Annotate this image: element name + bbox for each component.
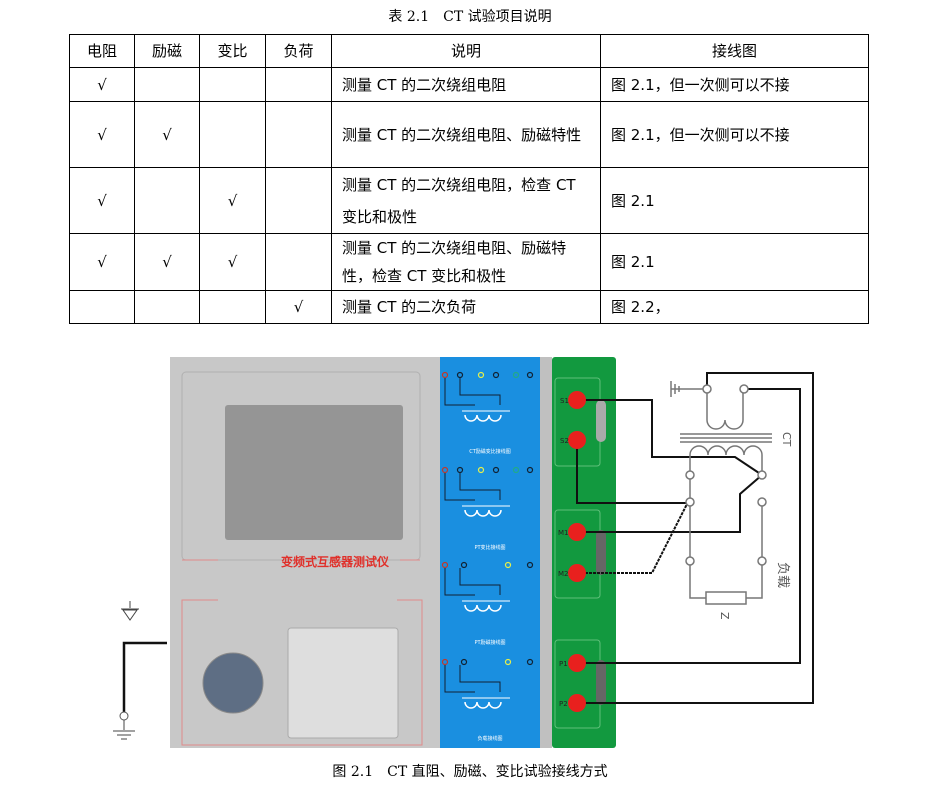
terminal-s1: S1 xyxy=(560,391,586,409)
table-row: √ √ 测量 CT 的二次绕组电阻、励磁特性 图 2.1，但一次侧可以不接 xyxy=(69,101,869,168)
panel-caption: CT励磁变比接线图 xyxy=(469,448,511,455)
svg-text:P2: P2 xyxy=(559,700,568,708)
mini-terminal xyxy=(492,466,500,474)
mini-coil xyxy=(464,701,502,709)
table-row: √ √ √ 测量 CT 的二次绕组电阻、励磁特性，检查 CT 变比和极性 图 2… xyxy=(69,233,869,291)
current-transformer xyxy=(670,381,772,605)
figure-caption: 图 2.1 CT 直阻、励磁、变比试验接线方式 xyxy=(332,764,608,780)
wiring-cell: 图 2.1 xyxy=(600,233,869,291)
printer-area xyxy=(287,627,399,739)
header-ratio: 变比 xyxy=(199,34,266,68)
mini-terminal xyxy=(477,371,485,379)
ground-icon xyxy=(121,601,139,621)
mini-terminal xyxy=(460,561,468,569)
upper-panel-outline xyxy=(181,371,421,561)
svg-text:M1: M1 xyxy=(558,529,569,537)
wiring-cell: 图 2.1，但一次侧可以不接 xyxy=(600,67,869,102)
mini-terminal xyxy=(441,561,449,569)
mini-terminal xyxy=(441,658,449,666)
wiring-cell: 图 2.1 xyxy=(600,167,869,234)
svg-text:M2: M2 xyxy=(558,570,569,578)
description-cell: 测量 CT 的二次绕组电阻 xyxy=(331,67,601,102)
mini-coil xyxy=(464,604,502,612)
terminal-p1: P1 xyxy=(559,654,586,672)
table-title: 表 2.1 CT 试验项目说明 xyxy=(388,9,552,25)
mini-terminal xyxy=(526,561,534,569)
panel-caption: 负载接线图 xyxy=(477,735,502,742)
panel-caption: PT励磁接线图 xyxy=(474,639,505,646)
terminal-s2: S2 xyxy=(560,431,586,449)
header-excitation: 励磁 xyxy=(134,34,200,68)
check-cell: √ xyxy=(265,290,332,324)
mini-terminal xyxy=(526,658,534,666)
table-header-row: 电阻 励磁 变比 负荷 说明 接线图 xyxy=(69,34,869,68)
mini-terminal xyxy=(526,466,534,474)
mini-terminal xyxy=(460,658,468,666)
mini-wire xyxy=(444,665,501,693)
load-label: 负载 xyxy=(775,562,790,588)
check-cell xyxy=(134,290,200,324)
mini-terminal xyxy=(492,371,500,379)
svg-text:P1: P1 xyxy=(559,660,568,668)
ct-label: CT xyxy=(780,432,793,447)
check-cell: √ xyxy=(199,233,266,291)
description-cell: 测量 CT 的二次绕组电阻，检查 CT 变比和极性 xyxy=(331,167,601,234)
table-row: √ 测量 CT 的二次绕组电阻 图 2.1，但一次侧可以不接 xyxy=(69,67,869,102)
mini-coil xyxy=(464,414,502,422)
check-cell: √ xyxy=(69,233,135,291)
terminal-panel xyxy=(552,357,616,748)
earth-icon xyxy=(113,720,135,740)
mini-terminal xyxy=(512,466,520,474)
mini-coil xyxy=(464,509,502,517)
mini-terminal xyxy=(441,466,449,474)
table-row: √ √ 测量 CT 的二次绕组电阻，检查 CT 变比和极性 图 2.1 xyxy=(69,167,869,234)
terminal-m1: M1 xyxy=(558,523,586,541)
header-description: 说明 xyxy=(331,34,601,68)
description-cell: 测量 CT 的二次负荷 xyxy=(331,290,601,324)
wiring-reference-panel xyxy=(440,357,540,748)
check-cell xyxy=(265,101,332,168)
test-leads xyxy=(576,372,814,704)
check-cell: √ xyxy=(69,67,135,102)
mini-terminal xyxy=(504,658,512,666)
check-cell xyxy=(199,101,266,168)
mini-terminal xyxy=(504,561,512,569)
svg-text:S2: S2 xyxy=(560,437,569,445)
mini-wire xyxy=(444,568,501,596)
control-knob xyxy=(202,652,264,714)
svg-text:S1: S1 xyxy=(560,397,569,405)
mini-terminal xyxy=(477,466,485,474)
mini-terminal xyxy=(526,371,534,379)
terminal-m2: M2 xyxy=(558,564,586,582)
check-cell: √ xyxy=(199,167,266,234)
header-load: 负荷 xyxy=(265,34,332,68)
display-screen xyxy=(225,405,403,540)
lower-panel-outline xyxy=(181,599,423,746)
mini-terminal xyxy=(456,371,464,379)
ground-wire xyxy=(122,641,167,712)
mini-wire xyxy=(444,473,501,501)
mini-terminal xyxy=(441,371,449,379)
table-row: √ 测量 CT 的二次负荷 图 2.2， xyxy=(69,290,869,324)
impedance-label: Z xyxy=(718,612,731,620)
description-cell: 测量 CT 的二次绕组电阻、励磁特性，检查 CT 变比和极性 xyxy=(331,233,601,291)
device-name: 变频式互感器测试仪 xyxy=(281,554,390,569)
panel-caption: PT变比接线图 xyxy=(474,544,505,551)
mini-terminal xyxy=(512,371,520,379)
header-resistance: 电阻 xyxy=(69,34,135,68)
mini-wire xyxy=(444,378,501,406)
mini-terminal xyxy=(456,466,464,474)
check-cell xyxy=(265,67,332,102)
terminal-p2: P2 xyxy=(559,694,586,712)
description-cell: 测量 CT 的二次绕组电阻、励磁特性 xyxy=(331,101,601,168)
wiring-cell: 图 2.2， xyxy=(600,290,869,324)
check-cell xyxy=(199,290,266,324)
ct-test-table: 电阻 励磁 变比 负荷 说明 接线图 √ 测量 CT 的二次绕组电阻 图 2.1… xyxy=(69,34,869,324)
wiring-cell: 图 2.1，但一次侧可以不接 xyxy=(600,101,869,168)
